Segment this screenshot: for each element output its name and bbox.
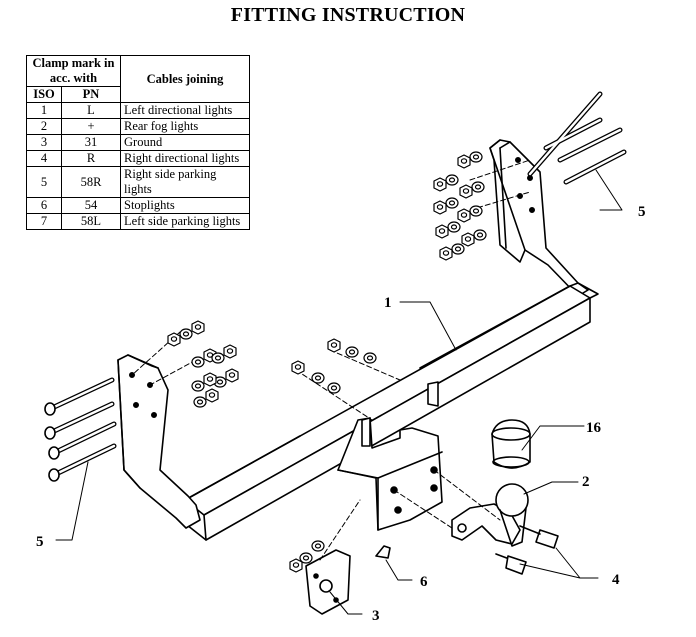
desc-cell: Rear fog lights	[120, 118, 250, 135]
tow-ball-assembly	[451, 483, 529, 547]
left-mounting-bracket	[117, 354, 201, 529]
ball-cap	[491, 419, 531, 469]
socket-plate	[305, 549, 351, 615]
callout-bolts-right: 5	[638, 204, 646, 220]
callout-ball-bolts: 4	[612, 572, 620, 588]
callout-socket-plate: 3	[372, 608, 380, 624]
desc-cell: Left side parking lights	[120, 213, 250, 230]
table-row: 7 58L Left side parking lights	[26, 213, 250, 230]
left-bolts	[44, 377, 117, 482]
table-row: 6 54 Stoplights	[26, 197, 250, 214]
ball-bolts	[495, 525, 559, 575]
clamp-header: Clamp mark in acc. with	[26, 55, 121, 87]
pn-cell: 58L	[61, 213, 121, 230]
callout-leaders	[55, 169, 623, 615]
table-row: 2 + Rear fog lights	[26, 118, 250, 135]
table-row: 4 R Right directional lights	[26, 150, 250, 167]
screw	[375, 545, 391, 559]
callout-main-bar: 1	[384, 295, 392, 311]
page-title: FITTING INSTRUCTION	[230, 4, 466, 26]
centre-ball-mount	[337, 381, 443, 531]
right-bolts	[527, 91, 627, 185]
cables-table: Clamp mark in acc. with Cables joining I…	[26, 55, 250, 230]
main-cross-bar	[184, 282, 599, 541]
callout-cap: 16	[586, 420, 602, 436]
pn-header: PN	[61, 86, 121, 103]
desc-cell: Right directional lights	[120, 150, 250, 167]
callout-ball: 2	[582, 474, 590, 490]
callout-screw: 6	[420, 574, 428, 590]
callout-bolts-left: 5	[36, 534, 44, 550]
